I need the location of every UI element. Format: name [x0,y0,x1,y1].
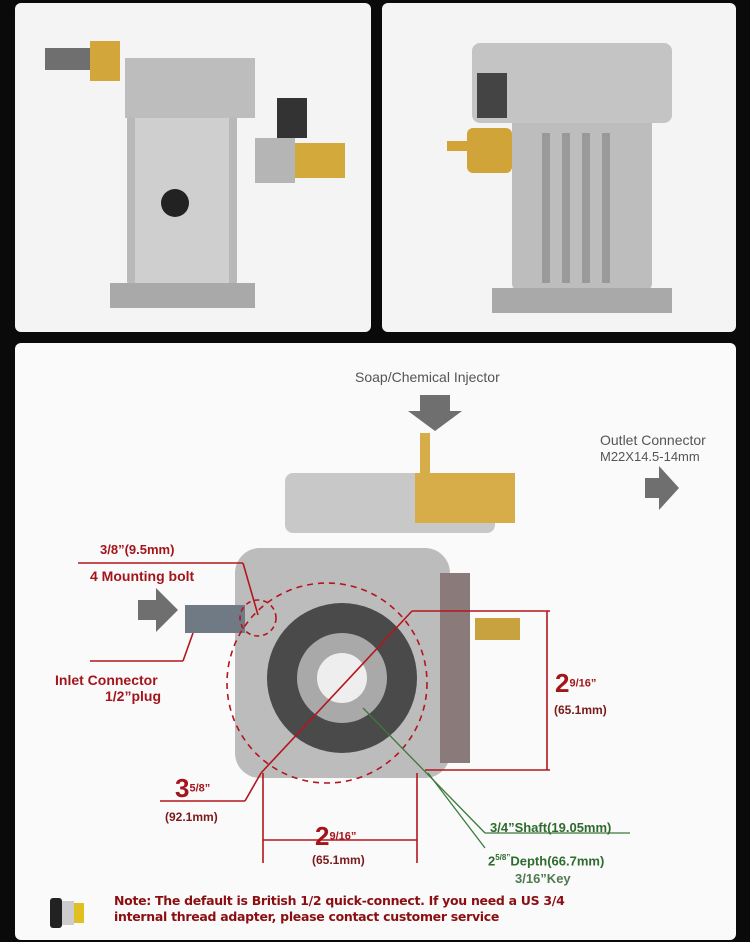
outlet-connector-label: Outlet Connector [600,432,706,448]
product-photo-front [15,3,371,332]
product-photo-back [382,3,736,332]
shaft-label: 3/4”Shaft(19.05mm) [490,820,612,835]
diameter-dimension: 35/8” [175,773,211,803]
adapter-note: Note: The default is British 1/2 quick-c… [114,893,565,925]
width-dimension: 29/16” [315,821,357,851]
arrow-right-icon [645,466,679,510]
mounting-bolt-label: 4 Mounting bolt [90,568,195,584]
width-mm: (65.1mm) [312,853,365,867]
arrow-right-icon [138,588,178,632]
height-mm: (65.1mm) [554,703,607,717]
height-dimension: 29/16” [555,668,597,698]
inlet-plug-label: 1/2”plug [105,688,162,704]
bolt-size-label: 3/8”(9.5mm) [100,542,175,557]
note-line-2: internal thread adapter, please contact … [114,909,500,924]
pump-front-image [45,41,345,308]
outlet-thread-label: M22X14.5-14mm [600,449,700,464]
inlet-connector-label: Inlet Connector [55,672,158,688]
diameter-mm: (92.1mm) [165,810,218,824]
depth-label: 25/8”Depth(66.7mm) [488,853,605,869]
arrow-down-icon [408,395,462,431]
dimension-diagram: Soap/Chemical Injector Outlet Connector … [15,343,736,940]
pump-diagram-image [50,395,679,928]
note-line-1: Note: The default is British 1/2 quick-c… [114,893,565,908]
pump-back-image [447,43,672,313]
key-label: 3/16”Key [515,871,571,886]
soap-injector-label: Soap/Chemical Injector [355,369,500,385]
